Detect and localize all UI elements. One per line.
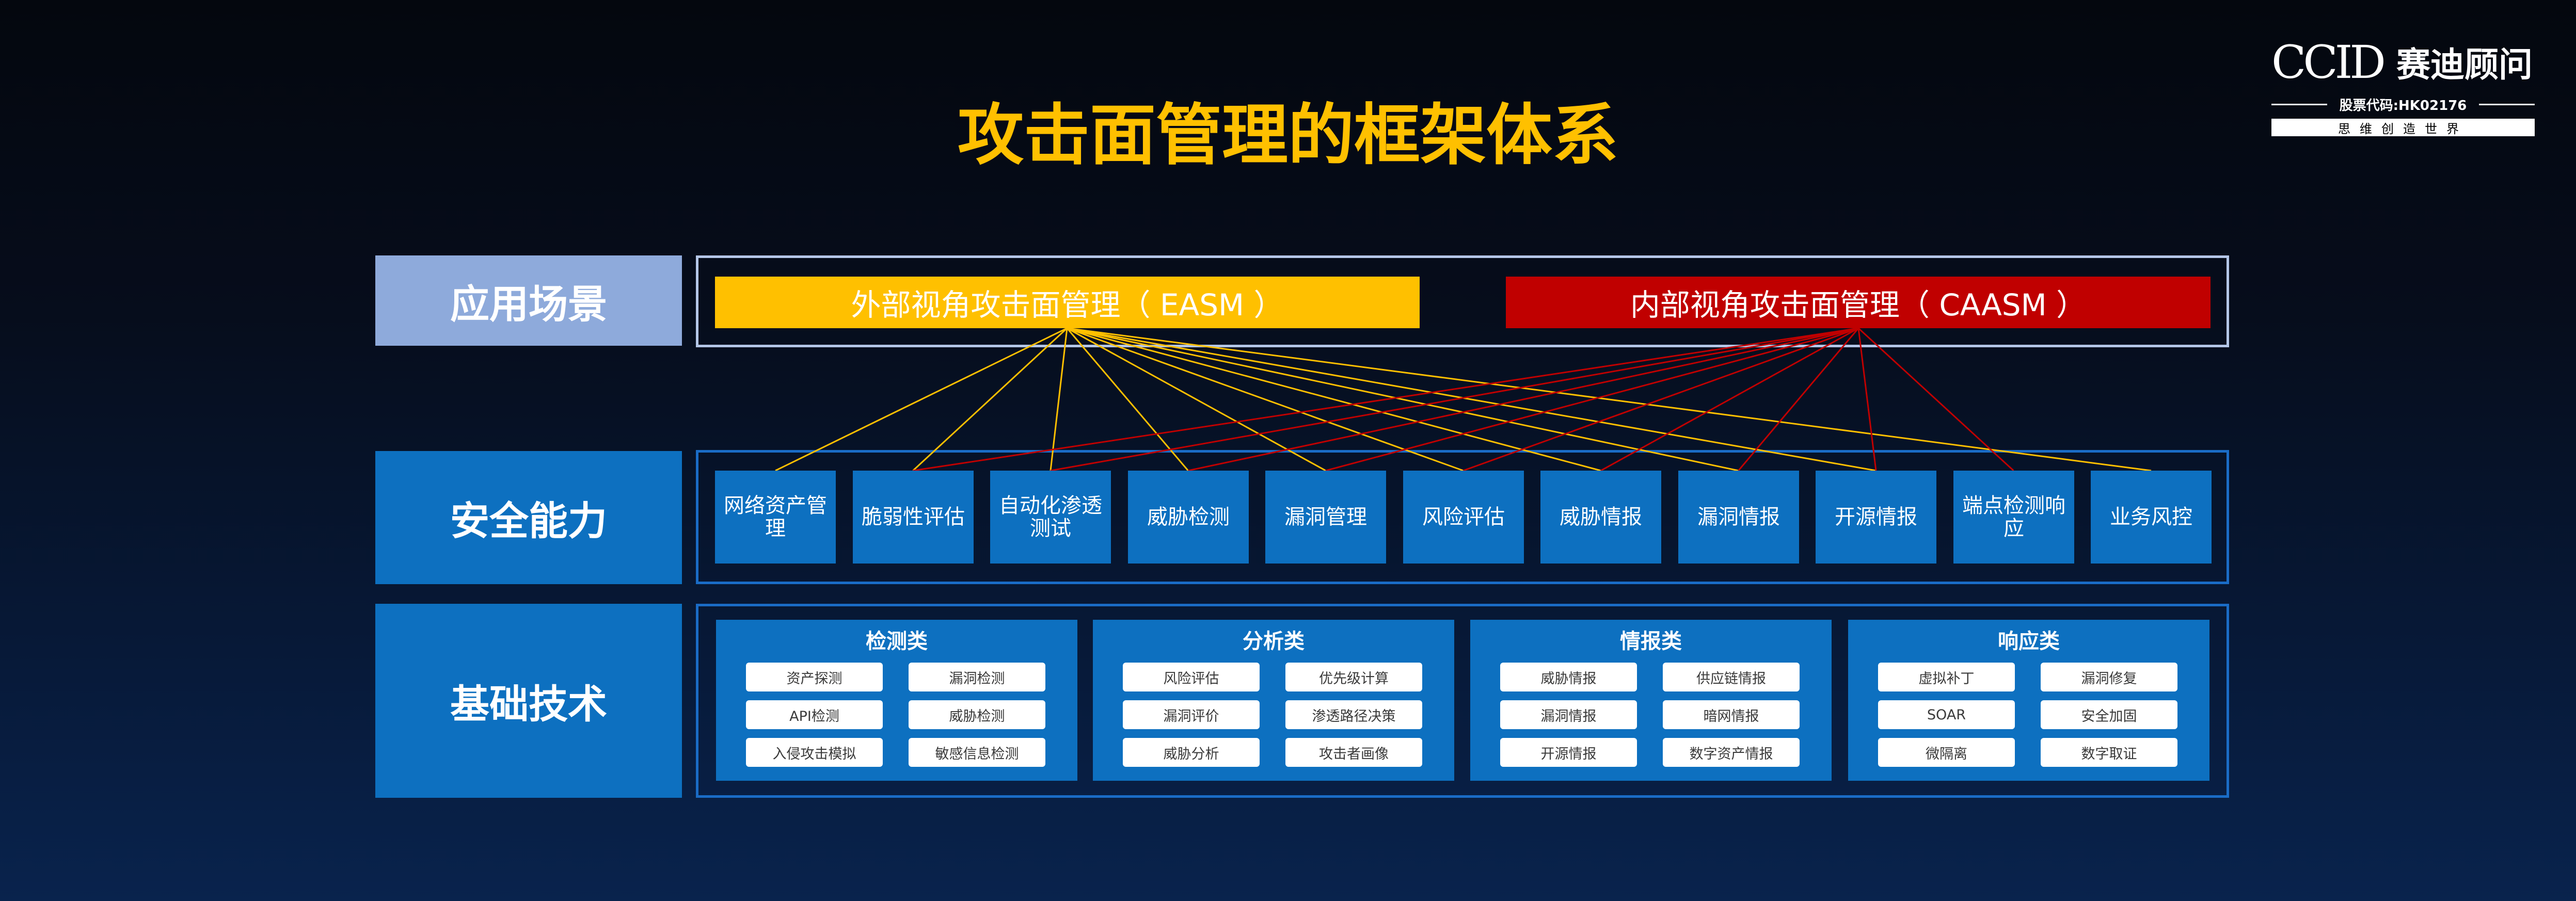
technology-item: SOAR bbox=[1878, 700, 2015, 729]
technology-category-title: 分析类 bbox=[1243, 630, 1305, 653]
capability-box: 开源情报 bbox=[1816, 471, 1936, 564]
capability-box: 端点检测响应 bbox=[1953, 471, 2074, 564]
technology-item: API检测 bbox=[746, 700, 883, 729]
capability-box: 风险评估 bbox=[1403, 471, 1524, 564]
technology-item: 漏洞情报 bbox=[1500, 700, 1637, 729]
technology-item: 暗网情报 bbox=[1663, 700, 1800, 729]
technology-item: 供应链情报 bbox=[1663, 663, 1800, 691]
technology-item: 漏洞修复 bbox=[2041, 663, 2177, 691]
external-connector-line bbox=[775, 327, 1068, 472]
capability-box: 脆弱性评估 bbox=[853, 471, 974, 564]
logo-divider-right bbox=[2479, 103, 2535, 105]
row-label-capability: 安全能力 bbox=[375, 451, 682, 584]
external-connector-line bbox=[1067, 327, 2152, 472]
internal-connector-line bbox=[1857, 328, 1877, 471]
internal-connector-line bbox=[1462, 327, 1859, 472]
capability-box: 业务风控 bbox=[2091, 471, 2212, 564]
capability-box: 漏洞情报 bbox=[1678, 471, 1799, 564]
technology-item: 数字资产情报 bbox=[1663, 738, 1800, 767]
technology-category: 检测类资产探测漏洞检测 API检测威胁检测入侵攻击模拟敏感信息检测 bbox=[716, 620, 1077, 781]
technology-category: 响应类虚拟补丁漏洞修复 SOAR 安全加固微隔离数字取证 bbox=[1848, 620, 2209, 781]
technology-category-title: 响应类 bbox=[1998, 630, 2060, 653]
technology-item: 漏洞评价 bbox=[1123, 700, 1260, 729]
technology-item: 安全加固 bbox=[2041, 700, 2177, 729]
technology-category: 分析类风险评估优先级计算漏洞评价渗透路径决策威胁分析攻击者画像 bbox=[1093, 620, 1454, 781]
row-label-scenario: 应用场景 bbox=[375, 255, 682, 346]
capability-box: 漏洞管理 bbox=[1265, 471, 1386, 564]
technology-item: 数字取证 bbox=[2041, 738, 2177, 767]
technology-item: 优先级计算 bbox=[1285, 663, 1422, 691]
technology-item: 微隔离 bbox=[1878, 738, 2015, 767]
external-connector-line bbox=[1066, 328, 1189, 471]
capability-box: 自动化渗透测试 bbox=[990, 471, 1111, 564]
logo-wordmark: CCID 赛迪顾问 bbox=[2271, 35, 2535, 89]
technology-item: 资产探测 bbox=[746, 663, 883, 691]
logo-slogan: 思维创造世界 bbox=[2271, 119, 2535, 136]
capability-box: 威胁情报 bbox=[1540, 471, 1661, 564]
technology-item: 虚拟补丁 bbox=[1878, 663, 2015, 691]
internal-connector-line bbox=[1857, 327, 2014, 472]
easm-scenario-bar: 外部视角攻击面管理（ EASM ） bbox=[715, 277, 1420, 328]
technology-item: 开源情报 bbox=[1500, 738, 1637, 767]
internal-connector-line bbox=[1188, 327, 1859, 472]
ccid-logo: CCID 赛迪顾问 股票代码:HK02176 思维创造世界 bbox=[2271, 36, 2535, 139]
capability-box: 威胁检测 bbox=[1128, 471, 1249, 564]
internal-connector-line bbox=[1325, 327, 1859, 472]
technology-category: 情报类威胁情报供应链情报漏洞情报暗网情报开源情报数字资产情报 bbox=[1470, 620, 1832, 781]
external-connector-line bbox=[1067, 327, 1739, 472]
technology-item: 威胁情报 bbox=[1500, 663, 1637, 691]
technology-category-title: 检测类 bbox=[866, 630, 928, 653]
logo-latin-text: CCID bbox=[2271, 35, 2386, 89]
technology-item: 威胁检测 bbox=[909, 700, 1045, 729]
technology-item: 漏洞检测 bbox=[909, 663, 1045, 691]
internal-connector-line bbox=[1600, 327, 1859, 472]
logo-chinese-text: 赛迪顾问 bbox=[2396, 44, 2533, 85]
logo-divider-left bbox=[2271, 103, 2327, 105]
logo-stock-code-row: 股票代码:HK02176 bbox=[2271, 94, 2535, 115]
external-connector-line bbox=[1067, 327, 1326, 472]
page-title: 攻击面管理的框架体系 bbox=[957, 96, 1618, 174]
technology-item: 渗透路径决策 bbox=[1285, 700, 1422, 729]
technology-item: 入侵攻击模拟 bbox=[746, 738, 883, 767]
capability-box: 网络资产管理 bbox=[715, 471, 836, 564]
technology-item: 风险评估 bbox=[1123, 663, 1260, 691]
external-connector-line bbox=[912, 327, 1068, 472]
external-connector-line bbox=[1067, 327, 1464, 472]
technology-category-title: 情报类 bbox=[1620, 630, 1682, 653]
external-connector-line bbox=[1050, 328, 1068, 471]
external-connector-line bbox=[1067, 327, 1601, 472]
technology-item: 敏感信息检测 bbox=[909, 738, 1045, 767]
row-label-technology: 基础技术 bbox=[375, 604, 682, 798]
internal-connector-line bbox=[1050, 327, 1859, 472]
external-connector-line bbox=[1067, 327, 1877, 472]
caasm-scenario-bar: 内部视角攻击面管理（ CAASM ） bbox=[1506, 277, 2211, 328]
internal-connector-line bbox=[1738, 328, 1859, 471]
technology-item: 威胁分析 bbox=[1123, 738, 1260, 767]
logo-stock-code: 股票代码:HK02176 bbox=[2339, 98, 2467, 114]
technology-frame bbox=[696, 604, 2229, 798]
technology-item: 攻击者画像 bbox=[1285, 738, 1422, 767]
internal-connector-line bbox=[913, 327, 1859, 472]
